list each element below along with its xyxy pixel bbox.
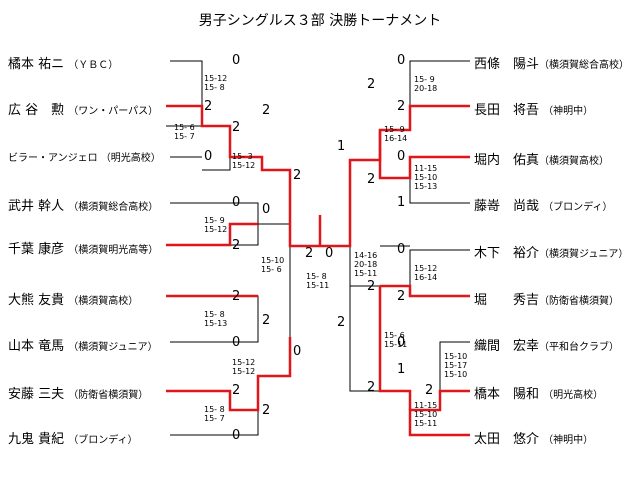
score: 0 bbox=[232, 335, 241, 350]
score: 0 bbox=[232, 428, 241, 443]
game-scores: 14-16 20-18 15-11 bbox=[354, 251, 378, 278]
score: 2 bbox=[232, 383, 241, 398]
game-scores: 15- 9 20-18 bbox=[414, 75, 438, 93]
game-scores: 15- 3 15-12 bbox=[232, 152, 256, 170]
score: 2 bbox=[367, 380, 376, 395]
score: 2 bbox=[232, 238, 241, 253]
game-scores: 15- 6 15-11 bbox=[384, 331, 408, 349]
score: 2 bbox=[232, 120, 241, 135]
score: 1 bbox=[337, 139, 346, 154]
score: 0 bbox=[204, 149, 213, 164]
right-player-1: 西條 陽斗（横須賀総合高校） bbox=[474, 57, 630, 72]
page-title: 男子シングルス３部 決勝トーナメント bbox=[198, 13, 442, 29]
score: 2 bbox=[425, 383, 434, 398]
right-player-2: 長田 将吾 （神明中） bbox=[474, 103, 594, 118]
score: 2 bbox=[397, 289, 406, 304]
game-scores: 15- 8 15- 7 bbox=[204, 405, 225, 423]
game-scores: 11-15 15-10 15-13 bbox=[414, 164, 438, 191]
right-player-3: 堀内 佑真（横須賀高校） bbox=[474, 153, 610, 168]
score: 2 bbox=[204, 99, 213, 114]
game-scores: 11-15 15-10 15-11 bbox=[414, 401, 438, 428]
game-scores: 15-10 15-17 15-10 bbox=[444, 352, 468, 379]
left-player-8: 安藤 三夫 （防衛省横須賀） bbox=[8, 387, 149, 402]
score: 0 bbox=[397, 53, 406, 68]
left-player-7: 山本 竜馬 （横須賀ジュニア） bbox=[8, 339, 158, 354]
score: 0 bbox=[232, 195, 241, 210]
score: 0 bbox=[262, 202, 271, 217]
left-player-5: 千葉 康彦 （横須賀明光高等） bbox=[8, 242, 159, 257]
score: 2 bbox=[337, 315, 346, 330]
score: 2 bbox=[293, 168, 302, 183]
score: 2 bbox=[367, 77, 376, 92]
score: 1 bbox=[397, 362, 406, 377]
score: 2 bbox=[397, 99, 406, 114]
game-scores: 15-10 15- 6 bbox=[261, 256, 285, 274]
left-player-6: 大熊 友貴 （横須賀高校） bbox=[8, 293, 139, 308]
game-scores: 15- 9 16-14 bbox=[384, 125, 408, 143]
game-scores: 15-12 15-12 bbox=[232, 358, 256, 376]
right-player-8: 橋本 陽和 （明光高校） bbox=[474, 387, 604, 402]
score: 2 bbox=[262, 103, 271, 118]
score: 1 bbox=[397, 195, 406, 210]
right-player-7: 織間 宏幸（平和台クラブ） bbox=[474, 339, 620, 354]
score: 2 bbox=[262, 403, 271, 418]
game-scores: 15- 8 15-11 bbox=[306, 272, 330, 290]
score: 2 bbox=[262, 313, 271, 328]
left-player-3: ビラー・アンジェロ （明光高校） bbox=[8, 153, 161, 164]
left-player-2: 広 谷 勲 （ワン・パーパス） bbox=[8, 103, 159, 118]
game-scores: 15-12 16-14 bbox=[414, 264, 438, 282]
right-player-6: 堀 秀吉（防衛省横須賀） bbox=[474, 293, 620, 308]
score: 0 bbox=[397, 149, 406, 164]
game-scores: 15- 9 15-12 bbox=[204, 216, 228, 234]
left-player-1: 橘本 祐ニ （ＹＢＣ） bbox=[8, 57, 119, 72]
final-score-right: 0 bbox=[325, 246, 334, 261]
final-score-left: 2 bbox=[305, 246, 314, 261]
right-player-4: 藤嵜 尚哉 （ブロンディ） bbox=[474, 199, 613, 214]
game-scores: 15-12 15- 8 bbox=[204, 74, 228, 92]
right-player-9: 太田 悠介 （神明中） bbox=[474, 432, 594, 447]
score: 0 bbox=[397, 335, 406, 350]
game-scores: 15- 6 15- 7 bbox=[174, 123, 195, 141]
right-player-5: 木下 裕介（横須賀ジュニア） bbox=[474, 246, 629, 261]
score: 0 bbox=[397, 242, 406, 257]
game-scores: 15- 8 15-13 bbox=[204, 310, 228, 328]
score: 0 bbox=[293, 344, 302, 359]
left-player-4: 武井 幹人 （横須賀総合高校） bbox=[8, 199, 159, 214]
score: 2 bbox=[367, 279, 376, 294]
score: 2 bbox=[367, 172, 376, 187]
score: 2 bbox=[232, 289, 241, 304]
score: 0 bbox=[232, 53, 241, 68]
left-player-9: 九鬼 貴紀 （ブロンディ） bbox=[8, 432, 138, 447]
